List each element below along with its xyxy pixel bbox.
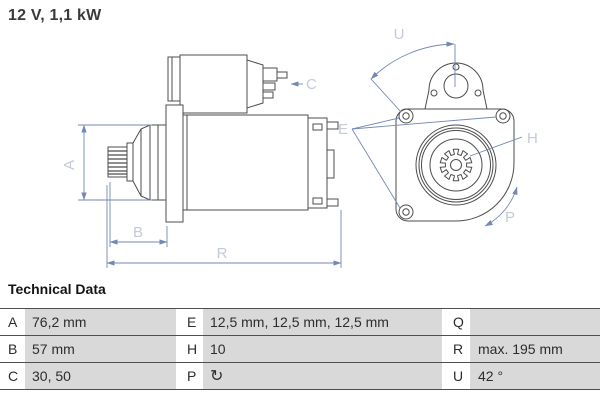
starter-motor-technical-drawing: A B R C E H U P xyxy=(61,26,538,268)
dimension-labels: A B R C E H U P xyxy=(61,26,538,262)
label-a: A xyxy=(61,160,78,170)
dimension-b xyxy=(109,182,168,247)
label-h: H xyxy=(527,130,538,147)
param-key-r: R xyxy=(442,336,470,362)
motor-body xyxy=(182,114,309,211)
param-value-h: 10 xyxy=(203,336,442,362)
pinion-teeth-lines xyxy=(108,150,127,175)
pinion-side xyxy=(107,142,134,182)
param-key-b: B xyxy=(0,336,25,362)
side-view xyxy=(107,54,339,223)
param-key-p: P xyxy=(176,363,203,389)
label-c: C xyxy=(306,76,317,93)
param-key-e: E xyxy=(176,309,203,335)
param-value-q xyxy=(470,309,600,335)
dimension-r xyxy=(106,185,342,268)
dimensions xyxy=(78,41,523,268)
param-value-p: ↻ xyxy=(203,363,442,389)
param-key-c: C xyxy=(0,363,25,389)
dimension-p-arc xyxy=(484,186,518,227)
dimension-a xyxy=(78,124,152,201)
param-value-u: 42 ° xyxy=(470,363,600,389)
bolt-holes xyxy=(398,108,511,220)
clockwise-rotation-icon: ↻ xyxy=(210,368,224,385)
label-e: E xyxy=(338,121,348,138)
dimension-e-leaders xyxy=(351,116,497,209)
table-row: A 76,2 mm E 12,5 mm, 12,5 mm, 12,5 mm Q xyxy=(0,309,600,336)
param-value-b: 57 mm xyxy=(25,336,176,362)
param-value-r: max. 195 mm xyxy=(470,336,600,362)
solenoid xyxy=(167,54,288,114)
dimension-u xyxy=(370,41,456,113)
label-p: P xyxy=(505,209,515,226)
dimension-h-leader xyxy=(469,136,523,157)
technical-data-heading: Technical Data xyxy=(8,281,106,297)
label-b: B xyxy=(133,224,143,241)
center-bore xyxy=(415,124,497,206)
mounting-flange-side xyxy=(165,104,184,223)
ear-hole xyxy=(443,73,469,99)
pinion-gear-front xyxy=(439,148,473,182)
technical-data-table: A 76,2 mm E 12,5 mm, 12,5 mm, 12,5 mm Q … xyxy=(0,308,600,390)
table-row: C 30, 50 P ↻ U 42 ° xyxy=(0,363,600,390)
param-value-e: 12,5 mm, 12,5 mm, 12,5 mm xyxy=(203,309,442,335)
mounting-ear xyxy=(424,62,488,110)
page-title: 12 V, 1,1 kW xyxy=(8,7,102,24)
end-cap xyxy=(307,117,339,209)
param-key-q: Q xyxy=(442,309,470,335)
shaft-hole xyxy=(450,159,462,171)
param-key-a: A xyxy=(0,309,25,335)
front-view xyxy=(395,62,515,222)
label-u: U xyxy=(394,26,405,43)
param-key-h: H xyxy=(176,336,203,362)
param-key-u: U xyxy=(442,363,470,389)
table-row: B 57 mm H 10 R max. 195 mm xyxy=(0,336,600,363)
flange-outline xyxy=(395,108,515,222)
param-value-c: 30, 50 xyxy=(25,363,176,389)
param-value-a: 76,2 mm xyxy=(25,309,176,335)
label-r: R xyxy=(217,245,228,262)
